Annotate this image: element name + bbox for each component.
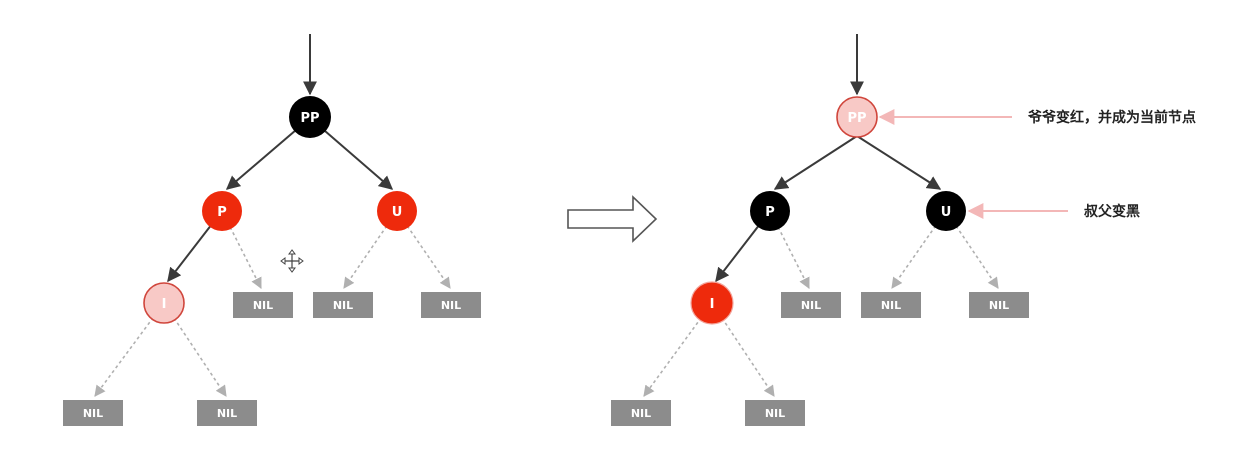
nil-node: NIL	[611, 400, 671, 426]
node-pp-circle	[289, 96, 331, 138]
node-p: P	[202, 191, 242, 231]
nil-box	[197, 400, 257, 426]
nil-box	[611, 400, 671, 426]
nil-node: NIL	[313, 292, 373, 318]
node-i-label: I	[162, 297, 167, 312]
node-u: U	[926, 191, 966, 231]
node-pp-label: PP	[300, 111, 319, 126]
node-i: I	[690, 281, 734, 325]
nil-label: NIL	[989, 299, 1009, 312]
node-u-circle	[377, 191, 417, 231]
edge-pp-u	[856, 135, 942, 190]
node-u-label: U	[392, 205, 403, 220]
nil-label: NIL	[441, 299, 461, 312]
nil-label: NIL	[881, 299, 901, 312]
nil-label: NIL	[253, 299, 273, 312]
node-p-circle	[202, 191, 242, 231]
node-i: I	[143, 282, 185, 324]
after-tree: PP P U I NIL NIL NIL NIL	[611, 34, 1196, 426]
node-pp-label: PP	[847, 111, 866, 126]
node-pp: PP	[836, 96, 878, 138]
nil-node: NIL	[969, 292, 1029, 318]
node-pp-circle	[836, 96, 878, 138]
hollow-right-arrow-icon	[567, 195, 658, 243]
edge-pp-p	[773, 135, 858, 190]
nil-box	[421, 292, 481, 318]
node-p-circle	[750, 191, 790, 231]
nil-box	[861, 292, 921, 318]
nil-node: NIL	[63, 400, 123, 426]
node-p-label: P	[765, 205, 775, 220]
nil-label: NIL	[83, 407, 103, 420]
nil-box	[745, 400, 805, 426]
nil-label: NIL	[631, 407, 651, 420]
node-p-label: P	[217, 205, 227, 220]
node-i-circle	[690, 281, 734, 325]
node-p: P	[750, 191, 790, 231]
nil-label: NIL	[801, 299, 821, 312]
node-u-circle	[926, 191, 966, 231]
grandparent-note: 爷爷变红，并成为当前节点	[1028, 109, 1196, 126]
nil-box	[233, 292, 293, 318]
nil-box	[969, 292, 1029, 318]
nil-node: NIL	[745, 400, 805, 426]
nil-node: NIL	[197, 400, 257, 426]
nil-box	[63, 400, 123, 426]
nil-label: NIL	[333, 299, 353, 312]
move-cursor-icon	[280, 249, 304, 273]
node-u: U	[377, 191, 417, 231]
uncle-note: 叔父变黑	[1084, 203, 1140, 220]
nil-label: NIL	[217, 407, 237, 420]
before-tree: PP P U I NIL NIL NIL NIL	[63, 34, 481, 426]
nil-node: NIL	[421, 292, 481, 318]
nil-node: NIL	[781, 292, 841, 318]
nil-edge	[891, 210, 947, 289]
nil-node: NIL	[861, 292, 921, 318]
node-i-label: I	[710, 297, 715, 312]
node-pp: PP	[289, 96, 331, 138]
node-u-label: U	[941, 205, 952, 220]
nil-box	[781, 292, 841, 318]
nil-label: NIL	[765, 407, 785, 420]
nil-box	[313, 292, 373, 318]
nil-node: NIL	[233, 292, 293, 318]
node-i-circle	[143, 282, 185, 324]
